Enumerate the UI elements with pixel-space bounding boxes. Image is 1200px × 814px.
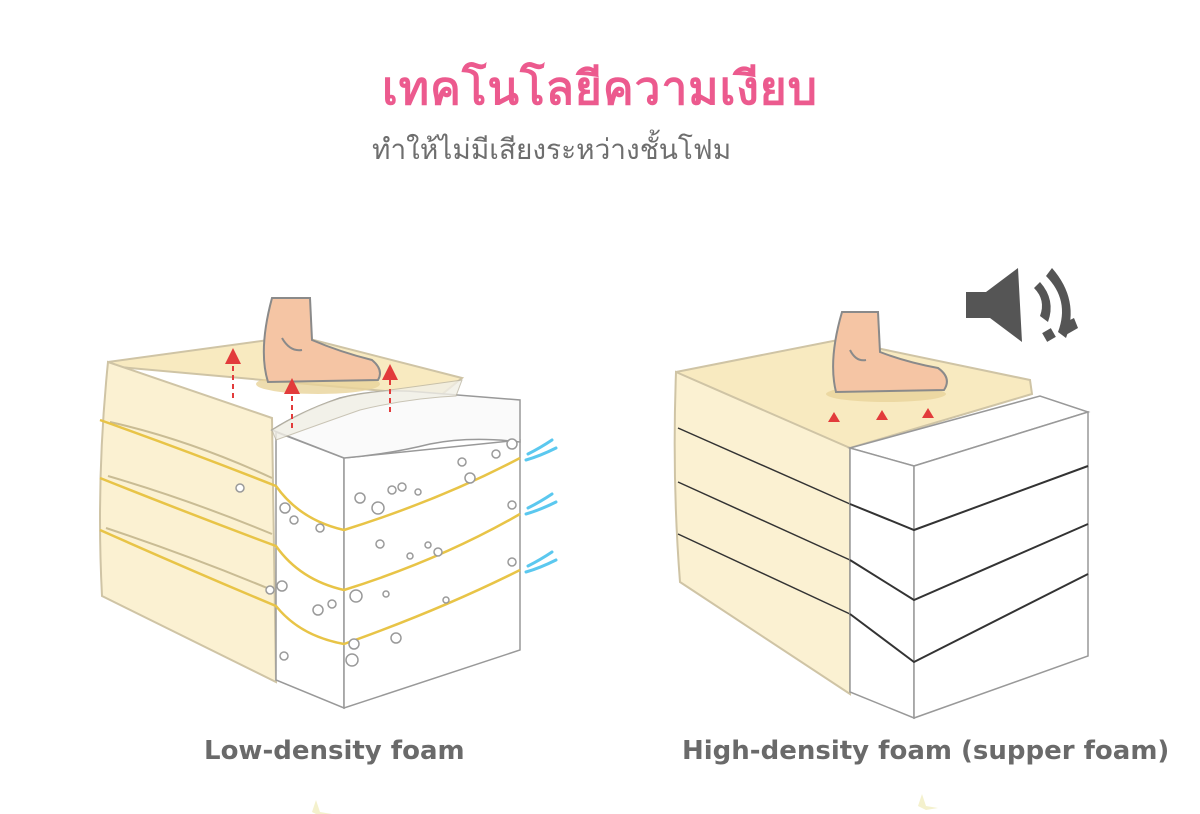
arrow-up-icon	[828, 408, 934, 422]
arrow-up-icon	[225, 348, 398, 428]
high-density-foam-caption: High-density foam (supper foam)	[682, 736, 1170, 766]
page-subtitle: ทำให้ไม่มีเสียงระหว่างชั้นโฟม	[372, 133, 732, 166]
low-density-foam-caption: Low-density foam	[204, 736, 465, 766]
decorative-sparkle-icon	[312, 794, 938, 814]
foot-icon	[256, 297, 381, 394]
low-density-foam-block	[99, 334, 521, 710]
page-title: เทคโนโลยีความเงียบ	[382, 61, 818, 115]
speaker-muted-icon	[966, 268, 1078, 342]
foot-icon	[826, 311, 948, 402]
air-flow-icon	[524, 438, 558, 574]
air-bubble-icon	[235, 438, 518, 667]
